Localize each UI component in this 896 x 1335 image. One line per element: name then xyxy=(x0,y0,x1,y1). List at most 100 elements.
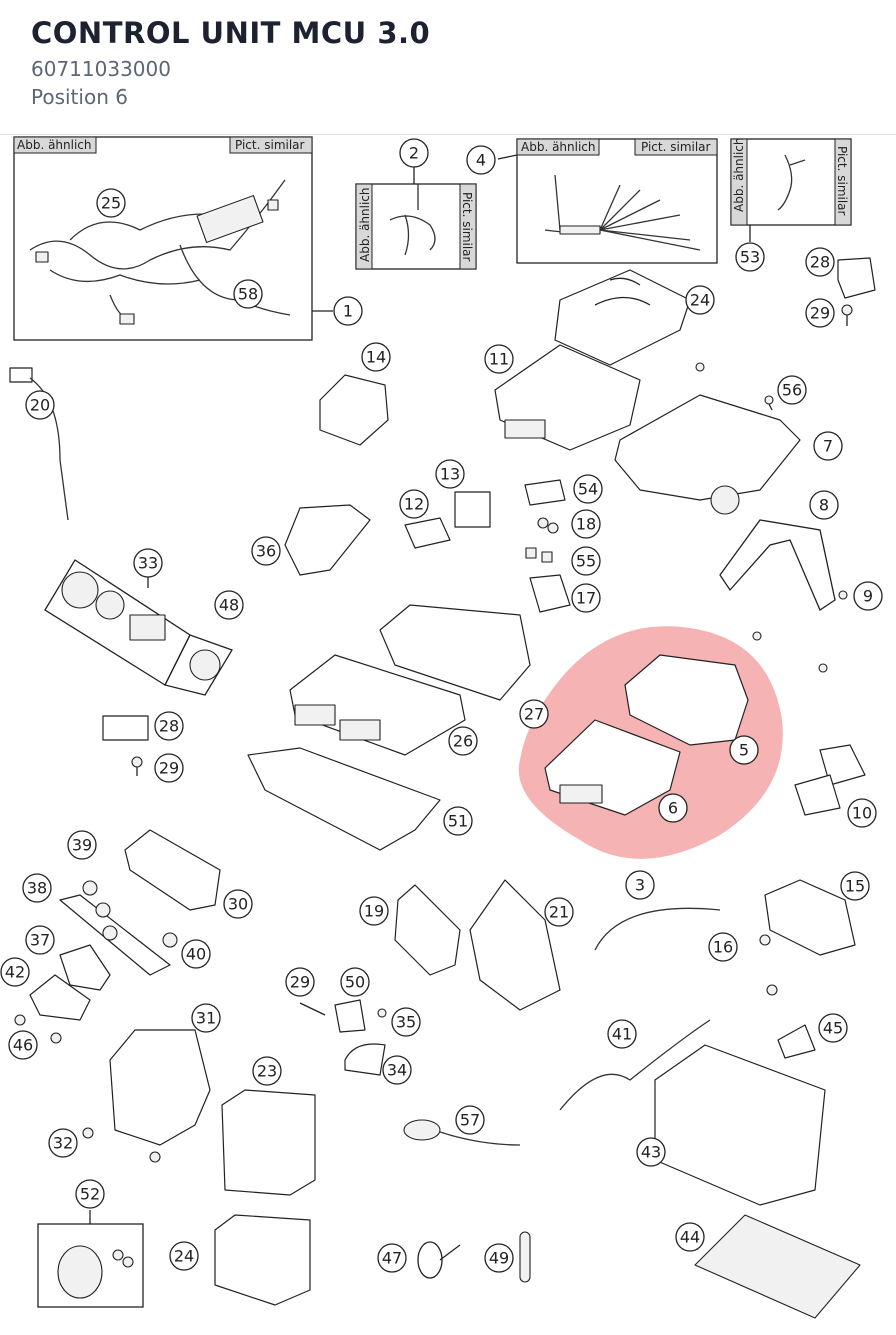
callout-6[interactable]: 6 xyxy=(658,793,688,823)
part-3-wire xyxy=(594,907,721,951)
svg-text:28: 28 xyxy=(810,253,830,272)
callout-26[interactable]: 26 xyxy=(448,726,478,756)
callout-20[interactable]: 20 xyxy=(25,390,55,420)
part-37-holder xyxy=(59,944,111,991)
callout-13[interactable]: 13 xyxy=(435,459,465,489)
callout-58[interactable]: 58 xyxy=(233,279,263,309)
part-34-cover xyxy=(344,1043,386,1076)
callout-55[interactable]: 55 xyxy=(571,546,601,576)
svg-text:6: 6 xyxy=(668,799,678,818)
callout-41[interactable]: 41 xyxy=(607,1019,637,1049)
callout-16[interactable]: 16 xyxy=(708,932,738,962)
callout-47[interactable]: 47 xyxy=(377,1243,407,1273)
callout-34[interactable]: 34 xyxy=(382,1055,412,1085)
svg-text:17: 17 xyxy=(576,589,596,608)
callout-37[interactable]: 37 xyxy=(25,925,55,955)
part-46-screw xyxy=(50,1032,62,1044)
callout-46[interactable]: 46 xyxy=(8,1030,38,1060)
callout-35[interactable]: 35 xyxy=(391,1007,421,1037)
svg-text:29: 29 xyxy=(810,304,830,323)
part-12-connector xyxy=(404,517,451,549)
callout-28-top[interactable]: 28 xyxy=(805,247,835,277)
svg-text:25: 25 xyxy=(101,194,121,213)
callout-52[interactable]: 52 xyxy=(75,1179,105,1209)
callout-5[interactable]: 5 xyxy=(729,735,759,765)
callout-29-low[interactable]: 29 xyxy=(285,967,315,997)
callout-3[interactable]: 3 xyxy=(625,870,655,900)
callout-29-mid[interactable]: 29 xyxy=(154,753,184,783)
exploded-parts-diagram: Abb. ähnlich Pict. similar Abb. ähnlich … xyxy=(0,136,883,1319)
svg-text:11: 11 xyxy=(489,350,509,369)
callout-10[interactable]: 10 xyxy=(847,798,877,828)
callout-19[interactable]: 19 xyxy=(359,896,389,926)
callout-27[interactable]: 27 xyxy=(519,699,549,729)
part-50-bracket xyxy=(334,999,366,1033)
callout-50[interactable]: 50 xyxy=(340,967,370,997)
part-16-screw xyxy=(759,934,771,946)
callout-25[interactable]: 25 xyxy=(96,188,126,218)
svg-text:52: 52 xyxy=(80,1185,100,1204)
callout-32[interactable]: 32 xyxy=(48,1128,78,1158)
part-6-ecu xyxy=(544,719,681,816)
part-55-clip xyxy=(525,547,553,563)
callout-14[interactable]: 14 xyxy=(361,342,391,372)
part-28-top xyxy=(837,257,876,299)
callout-48[interactable]: 48 xyxy=(214,590,244,620)
part-52-box xyxy=(37,1210,144,1308)
page-title: CONTROL UNIT MCU 3.0 xyxy=(31,16,431,50)
callout-21[interactable]: 21 xyxy=(544,897,574,927)
callout-53[interactable]: 53 xyxy=(735,242,765,272)
callout-44[interactable]: 44 xyxy=(675,1222,705,1252)
callout-36[interactable]: 36 xyxy=(251,536,281,566)
part-4-box: Abb. ähnlich Pict. similar xyxy=(497,138,718,264)
part-28-mid xyxy=(102,715,149,741)
svg-text:16: 16 xyxy=(713,938,733,957)
callout-9[interactable]: 9 xyxy=(853,581,883,611)
svg-text:24: 24 xyxy=(174,1247,194,1266)
callout-56[interactable]: 56 xyxy=(777,375,807,405)
svg-text:41: 41 xyxy=(612,1025,632,1044)
tag-similar-en-4: Pict. similar xyxy=(641,140,711,154)
callout-57[interactable]: 57 xyxy=(455,1105,485,1135)
svg-text:38: 38 xyxy=(27,879,47,898)
callout-49[interactable]: 49 xyxy=(484,1243,514,1273)
callout-15[interactable]: 15 xyxy=(840,871,870,901)
callout-1[interactable]: 1 xyxy=(333,296,363,326)
callout-40[interactable]: 40 xyxy=(181,939,211,969)
svg-text:42: 42 xyxy=(5,963,25,982)
callout-23[interactable]: 23 xyxy=(252,1056,282,1086)
part-46-screw xyxy=(14,1014,26,1026)
svg-text:23: 23 xyxy=(257,1062,277,1081)
callout-7[interactable]: 7 xyxy=(813,431,843,461)
svg-text:53: 53 xyxy=(740,248,760,267)
callout-45[interactable]: 45 xyxy=(818,1013,848,1043)
svg-text:29: 29 xyxy=(290,973,310,992)
callout-8[interactable]: 8 xyxy=(809,490,839,520)
screw xyxy=(752,631,762,641)
callout-33[interactable]: 33 xyxy=(133,548,163,578)
callout-4[interactable]: 4 xyxy=(466,145,496,175)
callout-39[interactable]: 39 xyxy=(67,830,97,860)
svg-text:10: 10 xyxy=(852,804,872,823)
callout-31[interactable]: 31 xyxy=(191,1003,221,1033)
svg-text:26: 26 xyxy=(453,732,473,751)
callout-11[interactable]: 11 xyxy=(484,344,514,374)
callout-43[interactable]: 43 xyxy=(636,1137,666,1167)
callout-18[interactable]: 18 xyxy=(571,509,601,539)
callout-51[interactable]: 51 xyxy=(443,806,473,836)
tag-similar-en: Pict. similar xyxy=(235,138,305,152)
callout-24-top[interactable]: 24 xyxy=(685,285,715,315)
callout-30[interactable]: 30 xyxy=(223,889,253,919)
callout-17[interactable]: 17 xyxy=(571,583,601,613)
callout-54[interactable]: 54 xyxy=(573,474,603,504)
callout-28-mid[interactable]: 28 xyxy=(154,711,184,741)
callout-2[interactable]: 2 xyxy=(399,138,429,168)
svg-text:20: 20 xyxy=(30,396,50,415)
callout-38[interactable]: 38 xyxy=(22,873,52,903)
svg-text:5: 5 xyxy=(739,741,749,760)
callout-29-top[interactable]: 29 xyxy=(805,298,835,328)
part-2-box: Abb. ähnlich Pict. similar xyxy=(355,167,477,270)
callout-24-bottom[interactable]: 24 xyxy=(169,1241,199,1271)
callout-12[interactable]: 12 xyxy=(399,489,429,519)
callout-42[interactable]: 42 xyxy=(0,957,30,987)
